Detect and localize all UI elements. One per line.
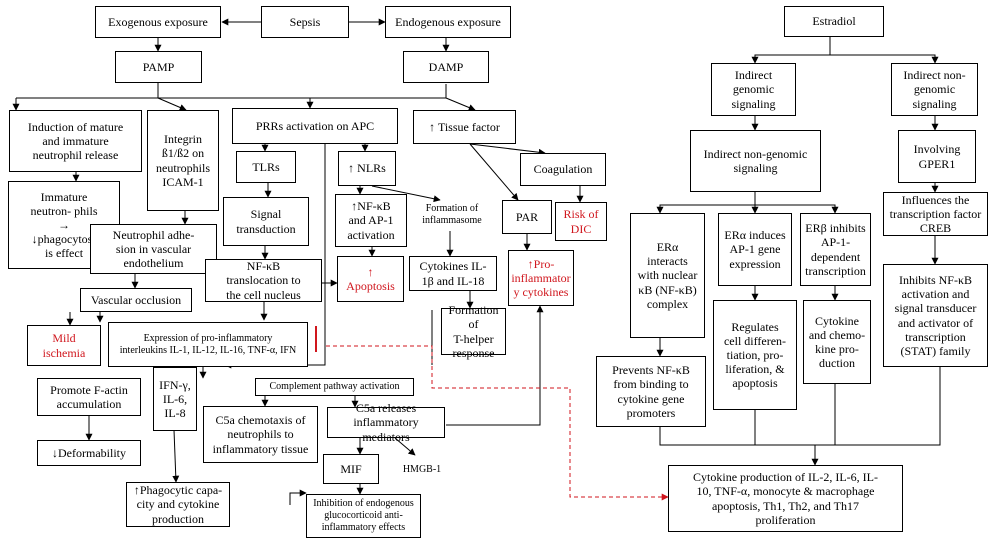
node-er-beta-inhibits: ERβ inhibits AP-1- dependent transcripti… — [800, 213, 871, 286]
node-regulates-cell: Regulates cell differen- tiation, pro- l… — [713, 300, 797, 410]
node-involving-gper1: Involving GPER1 — [898, 130, 976, 183]
node-estradiol: Estradiol — [784, 6, 884, 37]
node-sepsis: Sepsis — [261, 6, 349, 38]
node-cytokines-il1-il18: Cytokines IL- 1β and IL-18 — [409, 256, 497, 291]
node-damp: DAMP — [403, 51, 489, 83]
node-complement-pathway: Complement pathway activation — [255, 378, 414, 396]
node-er-alpha-induces: ERα induces AP-1 gene expression — [718, 213, 792, 286]
node-cytokine-chemokine: Cytokine and chemo- kine pro- duction — [803, 300, 871, 384]
node-par: PAR — [502, 200, 552, 234]
node-tissue-factor: ↑ Tissue factor — [413, 110, 516, 144]
node-indirect-genomic-signaling: Indirect genomic signaling — [711, 63, 796, 116]
node-er-alpha-interacts: ERα interacts with nuclear κB (NF-κB) co… — [630, 213, 705, 338]
node-vascular-occlusion: Vascular occlusion — [80, 288, 192, 312]
node-c5a-releases: C5a releases inflammatory mediators — [327, 401, 445, 444]
node-nfkb-translocation: NF-κB translocation to the cell nucleus — [205, 259, 322, 302]
node-coagulation: Coagulation — [520, 153, 606, 186]
node-endogenous-exposure: Endogenous exposure — [385, 6, 511, 38]
node-t-helper-response: Formation of T-helper response — [441, 303, 506, 360]
node-tlrs: TLRs — [236, 151, 296, 183]
node-prrs-activation: PRRs activation on APC — [232, 108, 398, 144]
node-mif: MIF — [323, 454, 379, 484]
node-nlrs: ↑ NLRs — [338, 151, 396, 186]
node-indirect-nongenomic-mid: Indirect non-genomic signaling — [690, 130, 821, 192]
node-pro-inflammatory-cytokines: ↑Pro- inflammator y cytokines — [508, 250, 574, 306]
node-risk-of-dic: Risk of DIC — [555, 202, 607, 241]
node-cytokine-production: Cytokine production of IL-2, IL-6, IL- 1… — [668, 465, 903, 532]
node-formation-inflammasome: Formation of inflammasome — [422, 203, 482, 226]
node-deformability: ↓Deformability — [37, 440, 141, 466]
node-ifn-gamma: IFN-γ, IL-6, IL-8 — [153, 367, 197, 431]
node-prevents-nfkb: Prevents NF-κB from binding to cytokine … — [596, 356, 706, 427]
node-c5a-chemotaxis: C5a chemotaxis of neutrophils to inflamm… — [203, 406, 318, 463]
node-influences-creb: Influences the transcription factor CREB — [883, 192, 988, 236]
node-pamp: PAMP — [115, 51, 202, 83]
node-induction-neutrophil-release: Induction of mature and immature neutrop… — [9, 110, 142, 172]
node-promote-f-actin: Promote F-actin accumulation — [37, 378, 141, 416]
node-exogenous-exposure: Exogenous exposure — [95, 6, 221, 38]
node-neutrophil-adhesion: Neutrophil adhe- sion in vascular endoth… — [90, 224, 217, 274]
node-apoptosis: ↑ Apoptosis — [337, 256, 404, 302]
node-phagocytic-capacity: ↑Phagocytic capa- city and cytokine prod… — [126, 482, 230, 527]
node-expression-interleukins: Expression of pro-inflammatory interleuk… — [108, 322, 308, 367]
node-inhibition-glucocorticoid: Inhibition of endogenous glucocorticoid … — [306, 494, 421, 538]
node-indirect-nongenomic-right: Indirect non- genomic signaling — [891, 63, 978, 116]
node-integrin: Integrin ß1/ß2 on neutrophils ICAM-1 — [147, 110, 219, 211]
node-inhibits-nfkb-stat: Inhibits NF-κB activation and signal tra… — [883, 264, 988, 367]
node-mild-ischemia: Mild ischemia — [27, 325, 101, 366]
node-hmgb-1: HMGB-1 — [402, 464, 442, 476]
node-signal-transduction: Signal transduction — [223, 197, 309, 246]
node-nfkb-ap1-activation: ↑NF-κB and AP-1 activation — [335, 194, 407, 247]
